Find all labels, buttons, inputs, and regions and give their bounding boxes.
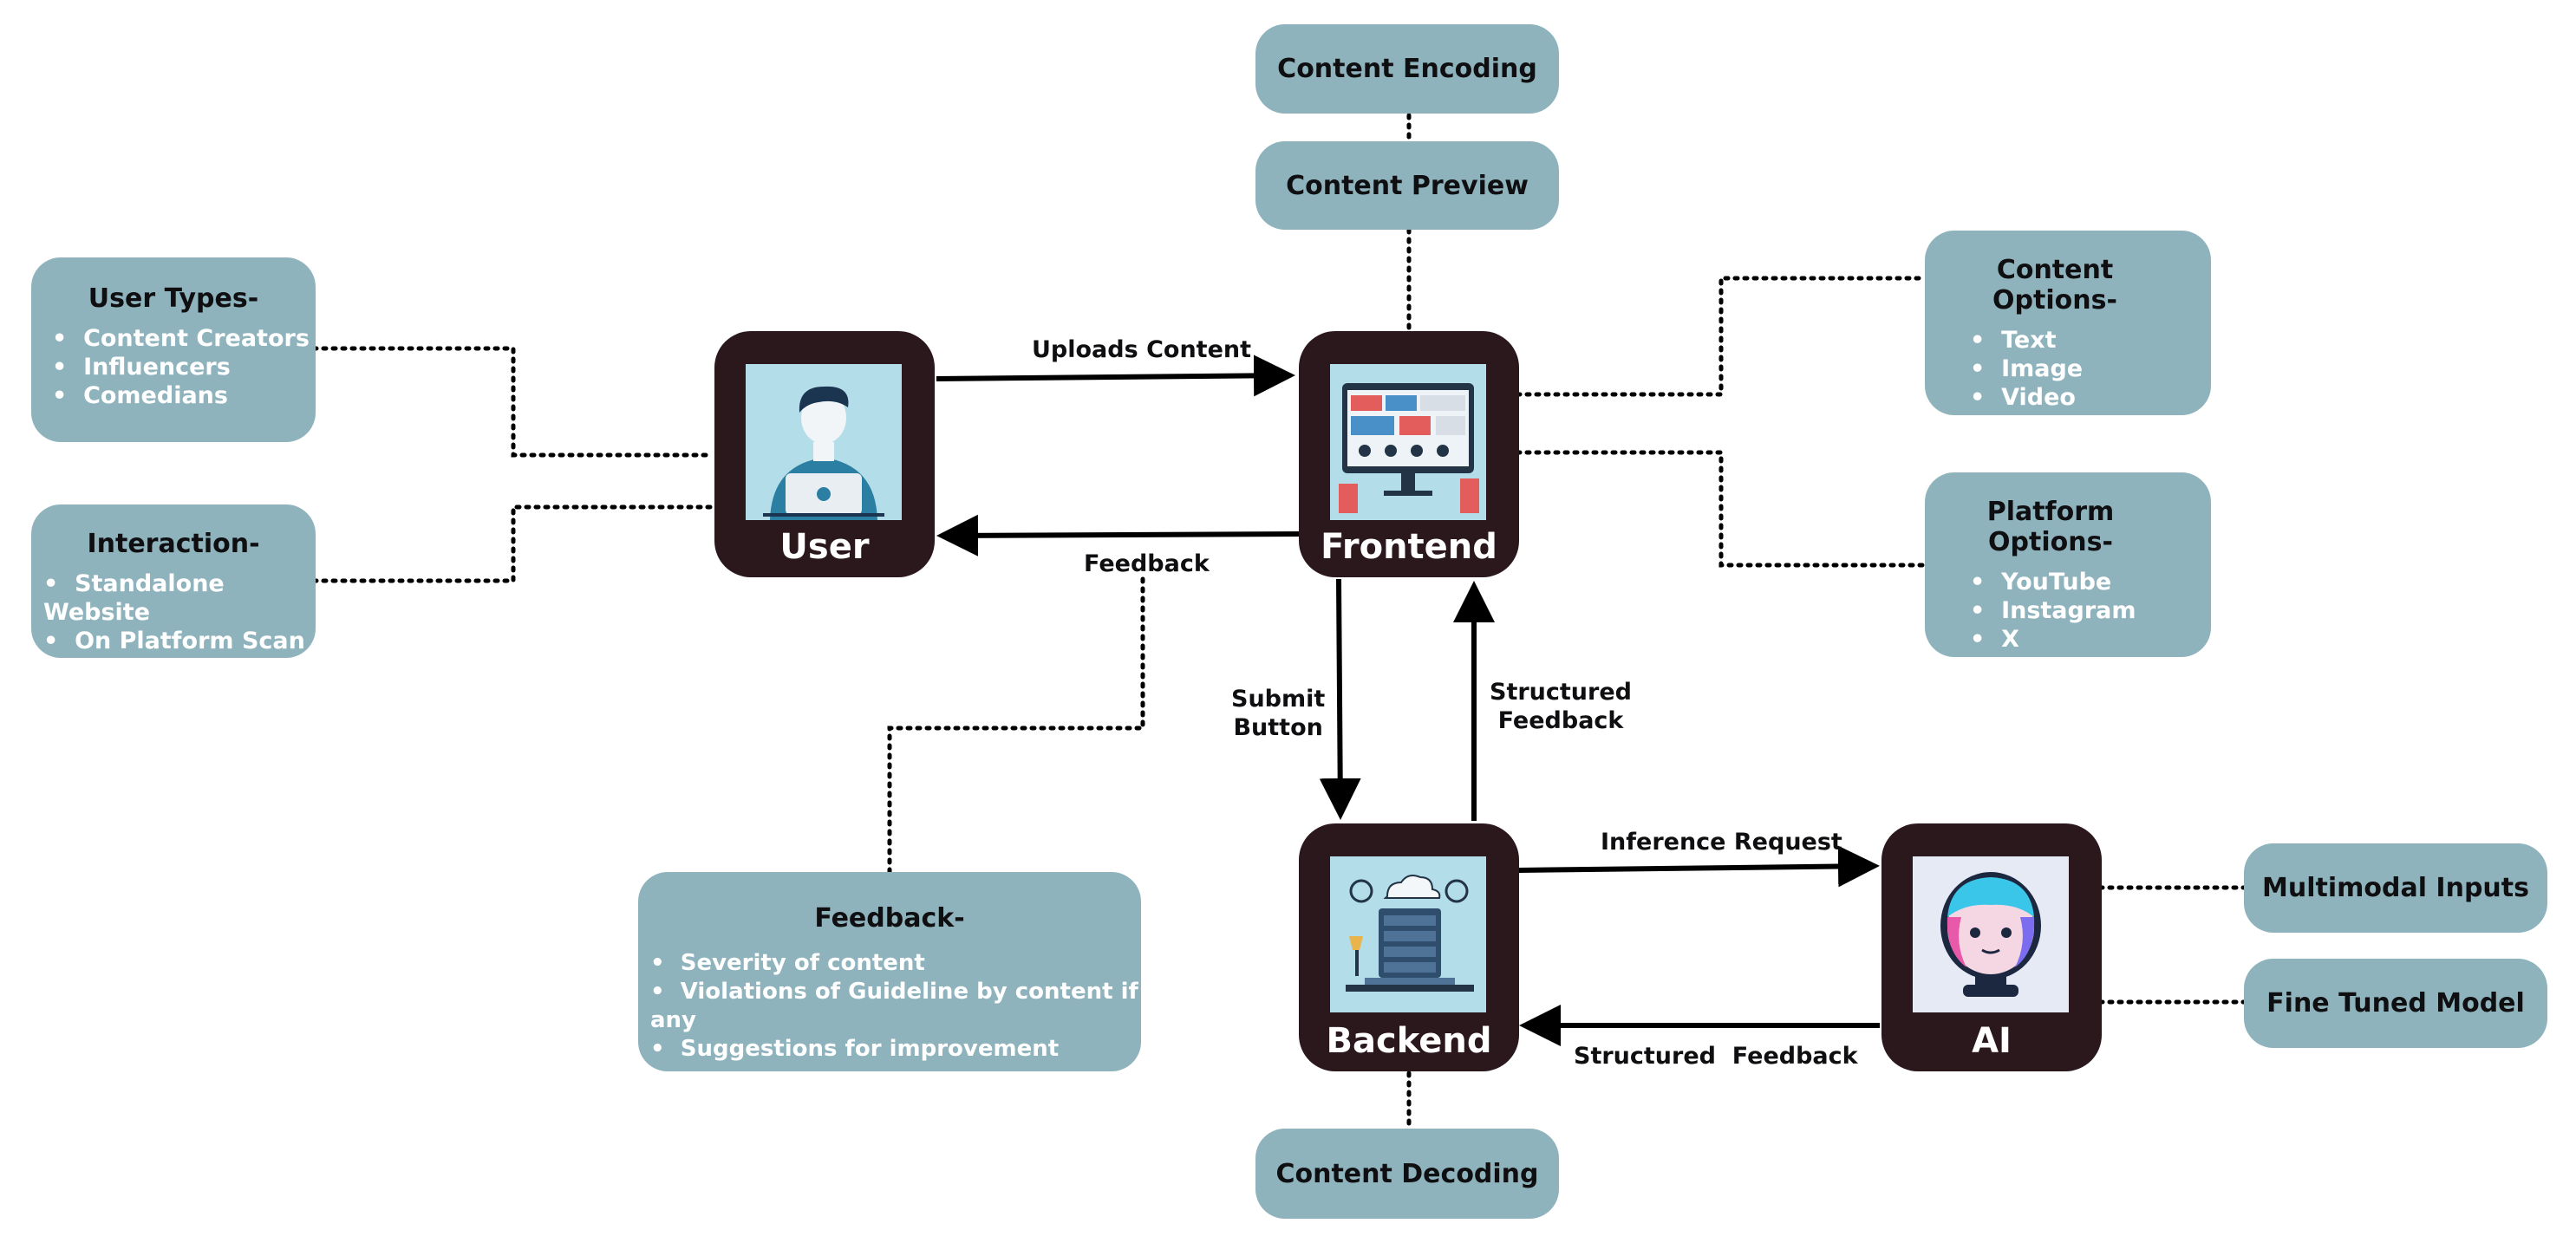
list-item: X — [1970, 625, 2211, 654]
list-item: Comedians — [52, 381, 316, 410]
dotted-link-content-options — [1515, 276, 1927, 397]
feedback-box: Feedback- Severity of content Violations… — [638, 872, 1141, 1071]
user-types-title: User Types- — [88, 283, 259, 314]
arrow-inference-request — [1518, 845, 1880, 888]
user-illustration — [746, 364, 902, 520]
list-item: Content Creators — [52, 324, 316, 353]
edge-label-inference-request: Inference Request — [1601, 829, 1842, 856]
list-item: Text — [1970, 326, 2211, 355]
fine-tuned-model-box: Fine Tuned Model — [2244, 959, 2547, 1048]
robot-head-icon — [1913, 856, 2069, 1012]
dotted-link-feedback-box — [887, 576, 1145, 875]
frontend-label: Frontend — [1321, 527, 1497, 567]
monitor-dashboard-icon — [1330, 364, 1486, 520]
ai-node: AI — [1881, 823, 2102, 1071]
platform-options-box: Platform Options- YouTube Instagram X — [1925, 472, 2211, 657]
feedback-list: Severity of content Violations of Guidel… — [650, 949, 1141, 1064]
list-item: Standalone Website — [43, 569, 316, 627]
backend-node: Backend — [1299, 823, 1519, 1071]
user-label: User — [779, 527, 870, 567]
content-decoding-box: Content Decoding — [1255, 1129, 1559, 1219]
feedback-title: Feedback- — [814, 903, 965, 934]
interaction-box: Interaction- Standalone Website On Platf… — [31, 504, 316, 658]
content-preview-label: Content Preview — [1286, 170, 1529, 201]
dotted-link-platform-options — [1515, 450, 1927, 568]
list-item: Video — [1970, 383, 2211, 412]
content-options-box: Content Options- Text Image Video — [1925, 231, 2211, 415]
backend-label: Backend — [1326, 1021, 1492, 1061]
content-preview-box: Content Preview — [1255, 141, 1559, 230]
frontend-illustration — [1330, 364, 1486, 520]
arrow-feedback — [936, 514, 1301, 556]
content-options-title: Content Options- — [1992, 255, 2117, 316]
content-encoding-label: Content Encoding — [1277, 54, 1537, 84]
list-item: Image — [1970, 355, 2211, 383]
user-types-box: User Types- Content Creators Influencers… — [31, 257, 316, 442]
dotted-link-user-types — [311, 346, 715, 458]
edge-label-feedback: Feedback — [1084, 550, 1210, 577]
list-item: Instagram — [1970, 596, 2211, 625]
edge-label-line: Structured — [1490, 679, 1632, 706]
ai-illustration — [1913, 856, 2069, 1012]
edge-label-line: Feedback — [1497, 707, 1624, 734]
user-node: User — [714, 331, 935, 577]
arrow-submit-button — [1319, 578, 1361, 820]
edge-label-uploads-content: Uploads Content — [1032, 336, 1252, 363]
edge-label-line: Submit — [1231, 686, 1326, 713]
interaction-list: Standalone Website On Platform Scan — [43, 569, 316, 655]
content-options-list: Text Image Video — [1970, 326, 2211, 412]
dotted-link-interaction — [311, 504, 715, 583]
user-types-list: Content Creators Influencers Comedians — [52, 324, 316, 410]
list-item: Violations of Guideline by content if an… — [650, 978, 1141, 1035]
platform-options-title: Platform Options- — [1986, 497, 2115, 557]
interaction-title: Interaction- — [87, 529, 260, 559]
fine-tuned-model-label: Fine Tuned Model — [2266, 988, 2525, 1018]
list-item: Suggestions for improvement — [650, 1035, 1141, 1064]
list-item: Influencers — [52, 353, 316, 381]
backend-illustration — [1330, 856, 1486, 1012]
person-at-laptop-icon — [746, 364, 902, 520]
arrow-uploads-content — [936, 355, 1295, 397]
frontend-node: Frontend — [1299, 331, 1519, 577]
edge-label-structured-feedback: Structured Feedback — [1490, 678, 1632, 735]
ai-label: AI — [1972, 1021, 2012, 1061]
list-item: On Platform Scan — [43, 627, 316, 655]
content-decoding-label: Content Decoding — [1275, 1158, 1539, 1189]
multimodal-inputs-label: Multimodal Inputs — [2262, 873, 2529, 903]
multimodal-inputs-box: Multimodal Inputs — [2244, 843, 2547, 933]
platform-options-list: YouTube Instagram X — [1970, 568, 2211, 654]
edge-label-submit-button: Submit Button — [1231, 685, 1325, 742]
list-item: YouTube — [1970, 568, 2211, 596]
edge-label-structured-feedback-ai: Structured Feedback — [1574, 1043, 1858, 1070]
server-cloud-icon — [1330, 856, 1486, 1012]
list-item: Severity of content — [650, 949, 1141, 978]
content-encoding-box: Content Encoding — [1255, 24, 1559, 114]
edge-label-line: Button — [1233, 714, 1323, 741]
